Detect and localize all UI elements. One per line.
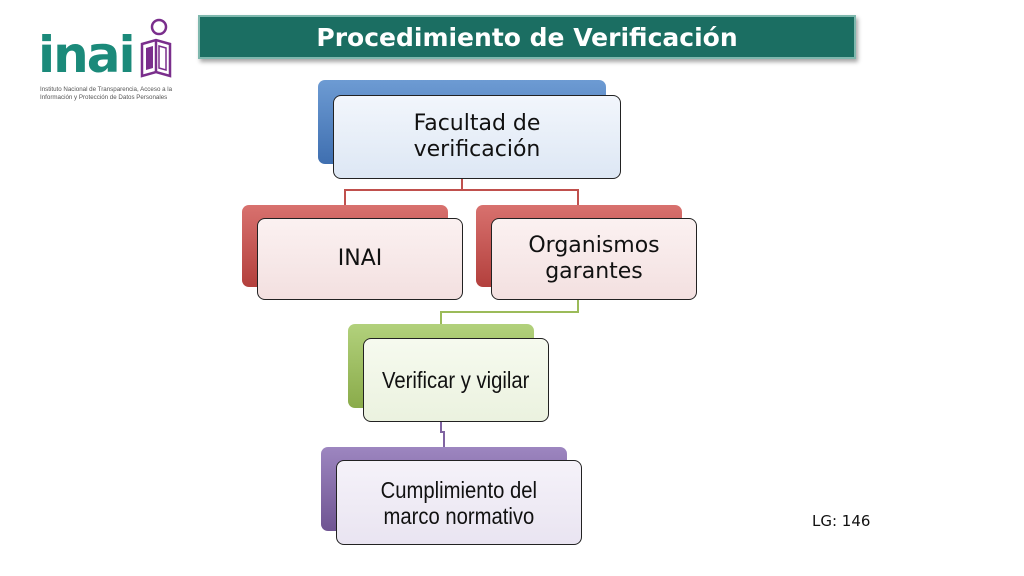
logo-subtitle: Instituto Nacional de Transparencia, Acc… (40, 86, 173, 101)
title-bar: Procedimiento de Verificación (198, 15, 856, 59)
node-facultad-label: Facultad de verificación (413, 111, 541, 162)
page-title: Procedimiento de Verificación (316, 22, 738, 52)
inai-logo: inai Instituto Nacional de Transparencia… (38, 18, 198, 108)
node-cumplimiento[interactable]: Cumplimiento del marco normativo (336, 460, 582, 545)
node-cumplimiento-label: Cumplimiento del marco normativo (380, 476, 538, 529)
person-book-logo-icon (140, 18, 172, 78)
node-organismos[interactable]: Organismos garantes (491, 218, 697, 300)
node-verificar-label: Verificar y vigilar (382, 367, 530, 393)
node-facultad[interactable]: Facultad de verificación (333, 95, 621, 179)
node-verificar[interactable]: Verificar y vigilar (363, 338, 549, 422)
node-organismos-label: Organismos garantes (528, 233, 660, 284)
legal-reference: LG: 146 (812, 512, 871, 530)
logo-wordmark: inai (38, 26, 136, 84)
connector-facultad-organismos (462, 189, 579, 205)
node-inai[interactable]: INAI (257, 218, 463, 300)
node-inai-label: INAI (337, 246, 383, 271)
